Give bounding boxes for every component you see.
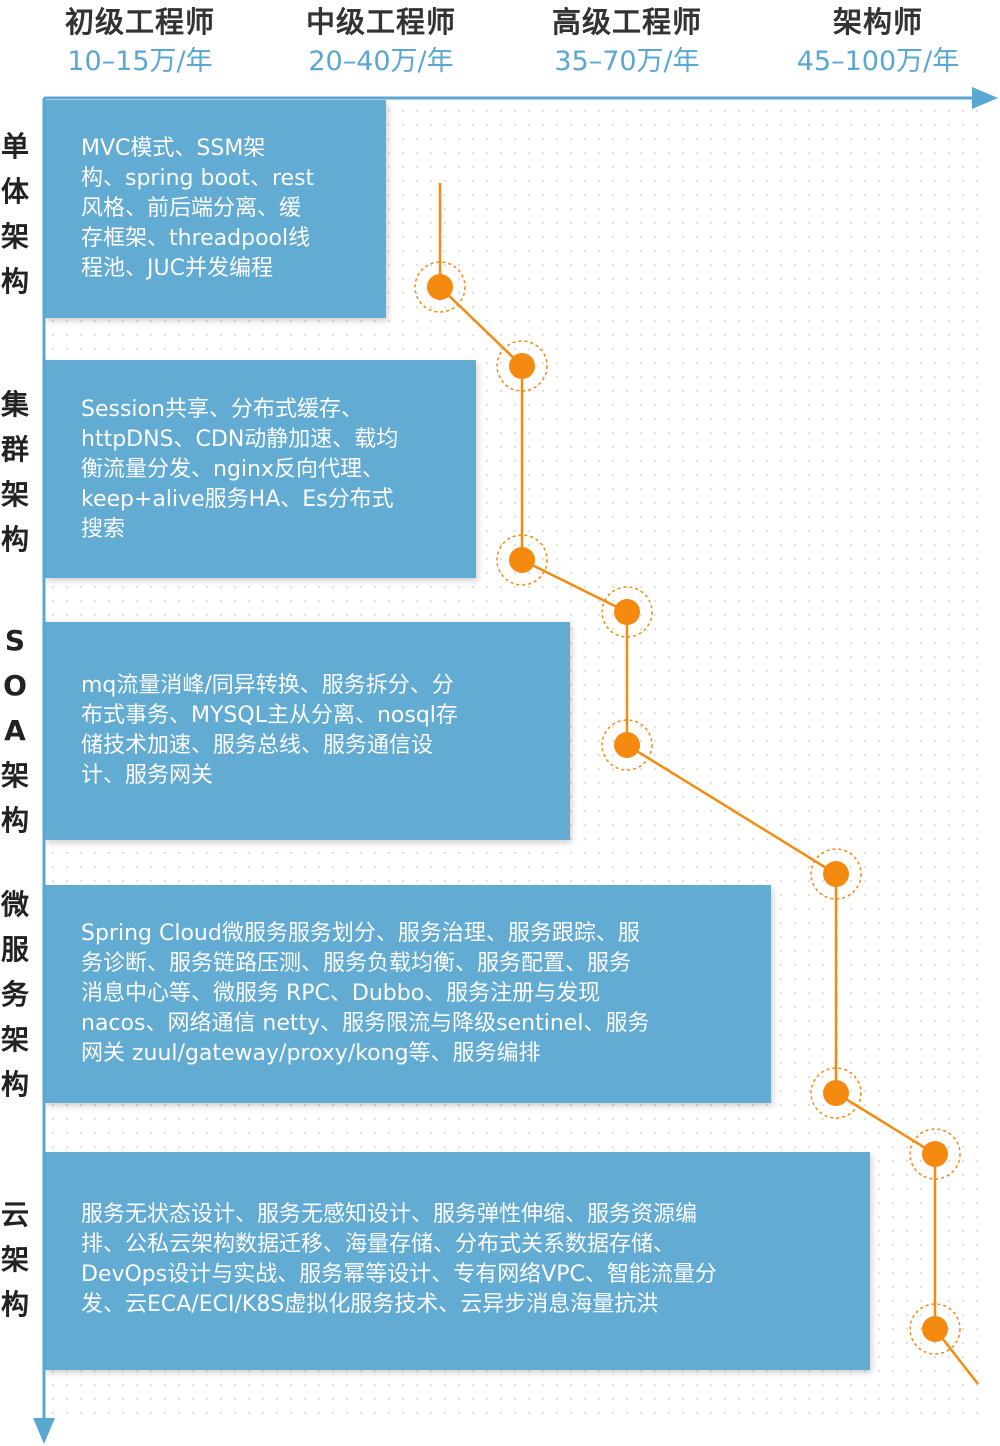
stage-box-cloud: 服务无状态设计、服务无感知设计、服务弹性伸缩、服务资源编 排、公私云架构数据迁移… (44, 1152, 870, 1370)
stage-label-char: 构 (0, 265, 29, 298)
stage-label-char: A (4, 714, 26, 747)
progression-nodes (414, 261, 961, 1355)
level-salary: 20–40万/年 (308, 46, 454, 77)
stage-label-char: 架 (0, 1243, 29, 1276)
level-title: 初级工程师 (64, 5, 215, 39)
axis-group (33, 87, 998, 1444)
stage-box-microservice: Spring Cloud微服务服务划分、服务治理、服务跟踪、服 务诊断、服务链路… (44, 885, 771, 1103)
stage-label-char: 架 (0, 759, 29, 792)
stage-label-char: 单 (0, 130, 29, 163)
progression-node (909, 1303, 961, 1355)
stage-label-char: 架 (0, 1023, 29, 1056)
level-header-senior: 高级工程师 35–70万/年 (507, 2, 747, 82)
stage-label-char: 体 (0, 175, 29, 208)
stage-label-char: 务 (0, 978, 29, 1011)
level-title: 架构师 (832, 5, 923, 39)
stage-label-char: 架 (0, 220, 29, 253)
stage-label-cloud: 云 架 构 (0, 1192, 30, 1327)
stage-label-char: S (4, 624, 26, 657)
progression-node (496, 534, 548, 586)
level-title: 高级工程师 (551, 5, 702, 39)
stage-label-char: 构 (0, 523, 29, 556)
level-salary: 45–100万/年 (796, 46, 960, 77)
level-header-architect: 架构师 45–100万/年 (758, 2, 998, 82)
progression-node (601, 719, 653, 771)
level-salary: 35–70万/年 (554, 46, 700, 77)
stage-label-char: 微 (0, 888, 29, 921)
stage-label-char: 构 (0, 804, 29, 837)
progression-node (810, 1067, 862, 1119)
level-title: 中级工程师 (305, 5, 456, 39)
stage-label-char: 服 (0, 933, 29, 966)
stage-label-char: 构 (0, 1068, 29, 1101)
stage-label-soa: S O A 架 构 (0, 618, 30, 843)
stage-label-cluster: 集 群 架 构 (0, 382, 30, 562)
stage-description: mq流量消峰/同异转换、服务拆分、分 布式事务、MYSQL主从分离、nosql存… (81, 673, 458, 788)
progression-node (496, 340, 548, 392)
level-header-intermediate: 中级工程师 20–40万/年 (261, 2, 501, 82)
stage-label-char: 架 (0, 478, 29, 511)
stage-box-soa: mq流量消峰/同异转换、服务拆分、分 布式事务、MYSQL主从分离、nosql存… (44, 622, 570, 840)
stage-description: Session共享、分布式缓存、 httpDNS、CDN动静加速、载均 衡流量分… (81, 397, 399, 542)
stage-label-char: 构 (0, 1288, 29, 1321)
stage-description: MVC模式、SSM架 构、spring boot、rest 风格、前后端分离、缓… (81, 136, 315, 281)
stage-label-char: O (3, 669, 27, 702)
progression-node (909, 1128, 961, 1180)
stage-label-microservice: 微 服 务 架 构 (0, 882, 30, 1107)
vertical-axis-arrow-icon (33, 1418, 55, 1444)
level-header-junior: 初级工程师 10–15万/年 (20, 2, 260, 82)
stage-label-char: 云 (0, 1198, 29, 1231)
progression-node (414, 261, 466, 313)
progression-node (601, 586, 653, 638)
stage-description: Spring Cloud微服务服务划分、服务治理、服务跟踪、服 务诊断、服务链路… (81, 921, 650, 1066)
stage-label-monolith: 单 体 架 构 (0, 124, 30, 304)
stage-label-char: 群 (0, 433, 29, 466)
progression-node (810, 848, 862, 900)
stage-label-char: 集 (0, 388, 29, 421)
stage-box-cluster: Session共享、分布式缓存、 httpDNS、CDN动静加速、载均 衡流量分… (44, 360, 476, 578)
level-salary: 10–15万/年 (67, 46, 213, 77)
horizontal-axis-arrow-icon (972, 87, 998, 109)
stage-box-monolith: MVC模式、SSM架 构、spring boot、rest 风格、前后端分离、缓… (44, 100, 386, 318)
stage-description: 服务无状态设计、服务无感知设计、服务弹性伸缩、服务资源编 排、公私云架构数据迁移… (81, 1202, 717, 1317)
